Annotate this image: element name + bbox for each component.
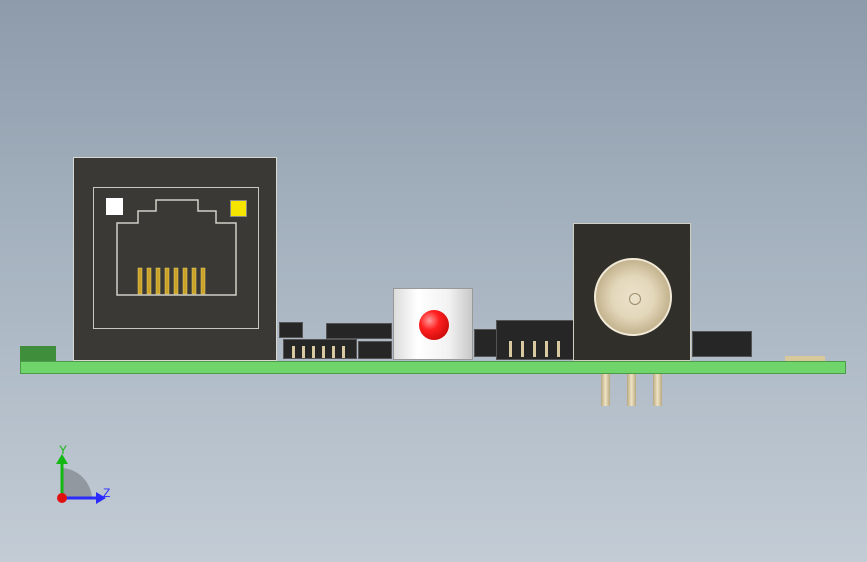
axis-triad bbox=[56, 454, 106, 504]
ic-left bbox=[283, 339, 357, 359]
smd-pad bbox=[785, 356, 825, 361]
jack-pin-1 bbox=[601, 374, 610, 406]
jack-pin-2 bbox=[627, 374, 636, 406]
rj45-connector bbox=[73, 157, 277, 361]
ic-right bbox=[496, 320, 574, 360]
dc-power-jack bbox=[573, 223, 691, 361]
jack-ring bbox=[594, 258, 672, 336]
jack-center-pin bbox=[629, 293, 641, 305]
ic-middle bbox=[326, 323, 392, 339]
smd-component bbox=[279, 322, 303, 338]
axis-z-label: Z bbox=[103, 486, 111, 500]
led-right bbox=[230, 200, 247, 217]
smd-component-3 bbox=[692, 331, 752, 357]
button-cap bbox=[419, 310, 449, 340]
rj45-socket bbox=[116, 199, 237, 296]
axis-y-label: Y bbox=[59, 443, 68, 457]
pcb-board bbox=[20, 361, 846, 374]
led-left bbox=[106, 198, 123, 215]
smd-small bbox=[358, 341, 392, 359]
rj45-frame bbox=[93, 187, 259, 329]
jack-pin-3 bbox=[653, 374, 662, 406]
tactile-switch bbox=[393, 288, 473, 360]
pcb-edge-left bbox=[20, 346, 56, 361]
